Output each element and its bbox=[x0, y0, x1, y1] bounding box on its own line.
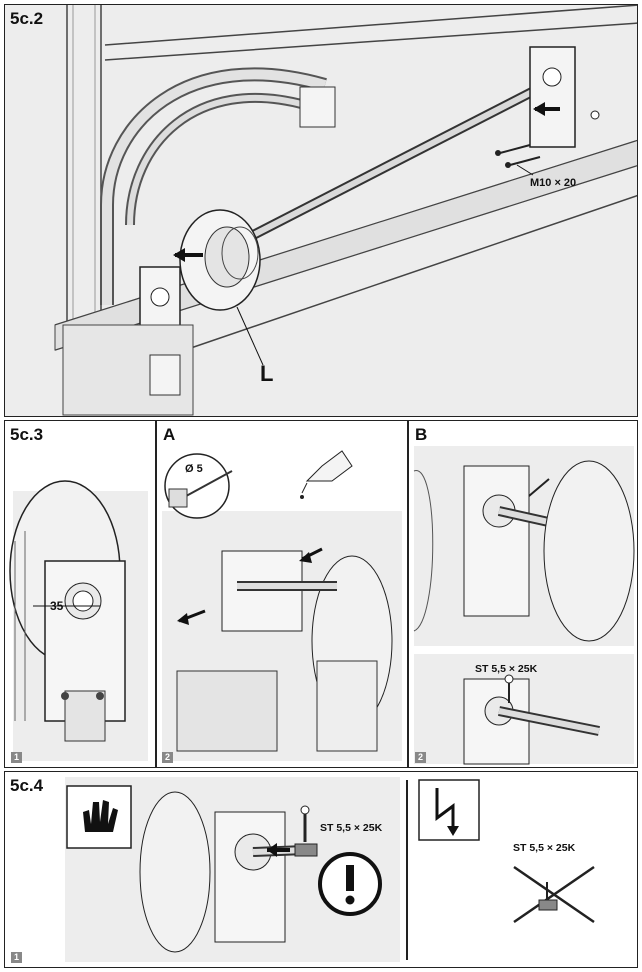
figure-title: 5c.2 bbox=[10, 9, 44, 28]
panel-b-illustration bbox=[413, 446, 635, 765]
step-number: 2 bbox=[415, 752, 426, 763]
voltage-warning-illustration bbox=[418, 779, 595, 924]
step-number: 1 bbox=[11, 952, 22, 963]
figure-5c3: 5c.3 35 1 A Ø 5 2 bbox=[4, 420, 638, 768]
drill-diameter-label: Ø 5 bbox=[185, 463, 203, 475]
screw-spec-label: ST 5,5 × 25K bbox=[475, 663, 538, 675]
left-bearing-illustration bbox=[9, 480, 148, 761]
figure-title: 5c.4 bbox=[10, 776, 44, 795]
panel-label-a: A bbox=[163, 425, 176, 444]
crossed-screw-spec-label: ST 5,5 × 25K bbox=[513, 842, 576, 854]
bolt-spec-label: M10 × 20 bbox=[530, 177, 577, 189]
figure-5c2: 5c.2 M10 × 20 L bbox=[4, 4, 638, 417]
screw-install-illustration bbox=[65, 777, 400, 962]
panel-divider bbox=[155, 421, 157, 767]
figure-5c4: 5c.4 ST 5,5 × 25K 1 ST 5,5 × 25K bbox=[4, 771, 638, 968]
panel-divider bbox=[406, 780, 408, 960]
dimension-label: 35 bbox=[50, 599, 64, 613]
step-number: 1 bbox=[11, 752, 22, 763]
screw-spec-label: ST 5,5 × 25K bbox=[320, 822, 383, 834]
panel-divider bbox=[407, 421, 409, 767]
panel-label-b: B bbox=[415, 425, 428, 444]
panel-a-illustration bbox=[162, 450, 402, 761]
part-label-l: L bbox=[260, 361, 274, 386]
figure-title: 5c.3 bbox=[10, 425, 44, 444]
step-number: 2 bbox=[162, 752, 173, 763]
garage-door-track-illustration bbox=[5, 5, 637, 416]
